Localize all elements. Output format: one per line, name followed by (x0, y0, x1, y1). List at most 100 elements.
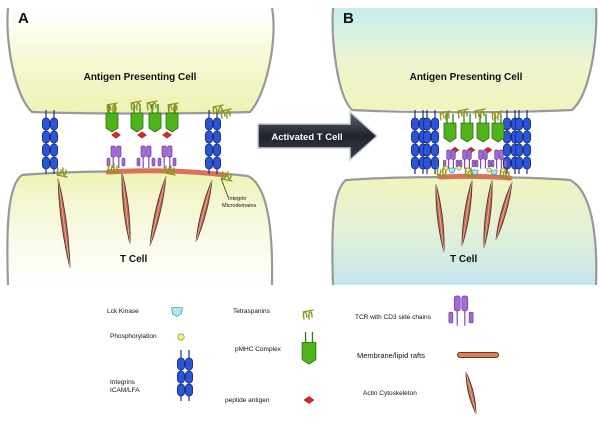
integrin-segment (515, 117, 524, 131)
integrin-segment (422, 130, 431, 144)
pmhc-body (460, 122, 474, 143)
tcr-chain (483, 149, 488, 160)
actin-b-2 (461, 179, 473, 247)
pmhc-body (301, 341, 317, 365)
actin-b-4 (495, 181, 513, 241)
pmhc-body (476, 122, 490, 143)
tcr-chain (494, 149, 499, 160)
legend-tetraspanins-label: Tetraspanins (233, 308, 271, 315)
actin-a-2 (121, 171, 131, 245)
pmhc-body (148, 112, 162, 133)
molecule-layer (42, 100, 532, 269)
integrin-segment (212, 156, 221, 170)
actin-highlight (57, 177, 71, 269)
cd3-chain (448, 311, 454, 324)
apc-cell-body-b (332, 8, 597, 110)
peptide-a-1 (111, 131, 121, 139)
apc-label-a: Antigen Presenting Cell (84, 72, 197, 83)
peptide-a-3 (162, 131, 172, 139)
tcr-chain (446, 149, 451, 160)
integrin-segment (502, 117, 511, 131)
cd3-chain (491, 159, 495, 168)
actin-b-3 (483, 179, 493, 249)
legend-integrins-label-1: Integrins (110, 379, 136, 386)
integrin-segment (410, 117, 419, 131)
legend-tcr-icon (448, 295, 474, 326)
integrin-segment (515, 130, 524, 144)
tetraspanin-a-apc-6 (220, 108, 232, 119)
tcr-b-1 (443, 149, 459, 169)
phospho-b-1 (443, 165, 449, 171)
integrin-segment (42, 117, 51, 131)
tcr-chain (478, 149, 483, 160)
cd3-chain (475, 159, 479, 168)
integrin-segment (523, 156, 532, 170)
actin-highlight (495, 181, 513, 241)
legend-membrane-label: Membrane/lipid rafts (357, 351, 425, 360)
actin-highlight (483, 179, 493, 249)
tetraspanin-b-tcell-3 (499, 169, 511, 180)
lck-b-1 (448, 167, 456, 174)
tcell-label-b: T Cell (450, 254, 477, 265)
actin-a-1 (57, 177, 71, 269)
integrin-segment (523, 130, 532, 144)
tcr-chain (110, 145, 116, 158)
integrin-segment (184, 370, 193, 384)
tetraspanin-a-tcell-3 (164, 165, 176, 176)
tetraspanin-b-tcell-1 (436, 167, 448, 178)
pmhc-body (130, 112, 144, 133)
integrin-a-right (204, 110, 221, 174)
activation-arrow: Activated T Cell (257, 110, 379, 162)
tcr-chain (467, 149, 472, 160)
pmhc-body (105, 112, 119, 133)
lck-b-3 (490, 169, 498, 176)
integrin-segment (430, 143, 439, 157)
integrin-segment (184, 383, 193, 397)
cd3-chain (471, 159, 475, 168)
tcr-a-3 (157, 145, 177, 168)
actin-a-3 (149, 175, 167, 247)
phospho-b-4 (486, 167, 492, 173)
legend: Lck Kinase Phosphorylation Integrins ICA… (107, 295, 499, 415)
lck-b-2 (471, 169, 479, 176)
lipid-raft-a (105, 168, 228, 178)
integrin-segment (212, 143, 221, 157)
integrin-segment (422, 156, 431, 170)
integrin-segment (523, 143, 532, 157)
integrin-segment (42, 143, 51, 157)
tetraspanin-a-apc-2 (130, 100, 142, 111)
apc-label-b: Antigen Presenting Cell (410, 72, 523, 83)
actin-b-1 (435, 183, 445, 253)
pmhc-body (443, 122, 457, 143)
tcr-chain (161, 145, 167, 158)
tcr-chain (116, 145, 122, 158)
tetraspanin-b-apc-4 (491, 110, 503, 121)
integrin-segment (176, 370, 185, 384)
integrin-segment (204, 117, 213, 131)
actin-highlight (149, 175, 167, 247)
legend-pmhc-icon (301, 332, 317, 365)
pmhc-a-4 (165, 104, 179, 133)
tcr-chain (461, 295, 469, 312)
apc-cell-body-a (7, 8, 274, 112)
integrin-segment (430, 130, 439, 144)
tcr-a-2 (136, 145, 156, 168)
actin-a-4 (195, 179, 213, 243)
integrin-segment (176, 357, 185, 371)
integrin-a-left (42, 110, 59, 174)
legend-phospho-label: Phosphorylation (110, 333, 157, 340)
tcr-chain (499, 149, 504, 160)
pmhc-a-3 (148, 104, 162, 133)
cd3-chain (487, 159, 491, 168)
tetraspanin-a-apc-1 (106, 102, 118, 113)
integrin-segment (515, 156, 524, 170)
tcell-label-a: T Cell (120, 254, 147, 265)
integrin-segment (50, 143, 59, 157)
legend-phospho-icon (177, 333, 185, 341)
tcr-b-2 (459, 149, 475, 169)
tcr-chain (453, 295, 461, 312)
microdomain-label-a-1: Integrin (228, 196, 246, 202)
cd3-chain (157, 157, 162, 167)
panel-b: B Antigen Presenting Cell T Cell (331, 7, 598, 286)
activation-arrow-label: Activated T Cell (271, 132, 342, 143)
